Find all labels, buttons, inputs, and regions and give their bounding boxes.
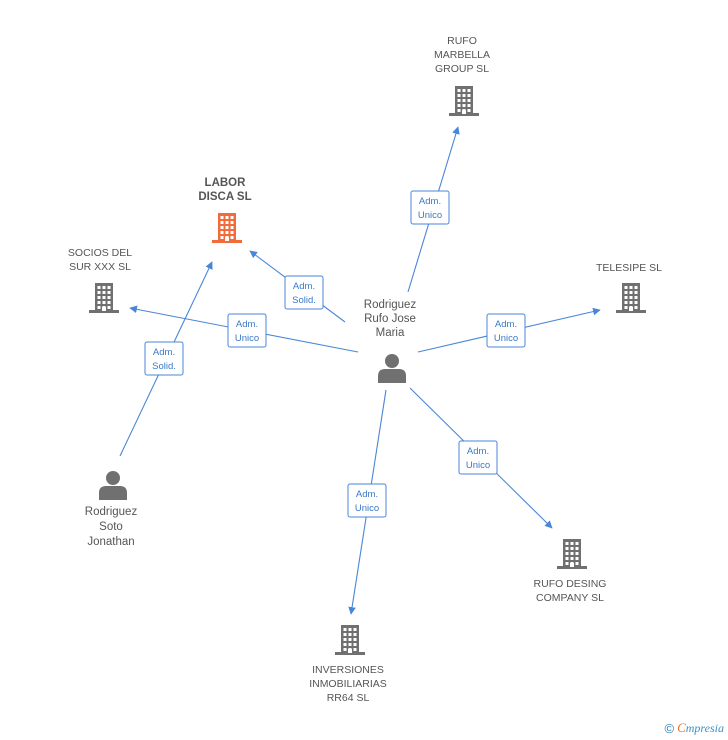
node-label: COMPANY SL: [536, 592, 604, 604]
nodes-layer: LABOR DISCA SL RUFO MARBELLA GROUP SL SOCIOS …: [68, 35, 662, 704]
edge-soto_jonathan-to-labor_disca: Adm. Solid.: [119, 261, 213, 457]
edge-rufo_jose-to-rufo_desing: Adm. Unico: [409, 387, 553, 529]
building-icon: [335, 625, 365, 655]
edge-role-badge[interactable]: Adm. Unico: [458, 440, 498, 475]
brand-initial: C: [677, 720, 686, 735]
node-label: Rodriguez: [364, 299, 417, 311]
node-rufo-desing[interactable]: RUFO DESING COMPANY SL: [534, 539, 607, 604]
edge-role-text: Adm.: [236, 319, 258, 330]
edge-role-box: [486, 313, 526, 348]
edge-role-box: [458, 440, 498, 475]
node-rufo-marbella[interactable]: RUFO MARBELLA GROUP SL: [434, 35, 490, 116]
node-label: Maria: [376, 327, 405, 339]
building-icon-focus: [212, 213, 242, 243]
edge-role-text: Solid.: [152, 361, 176, 372]
node-label: SOCIOS DEL: [68, 247, 132, 259]
edge-role-text: Unico: [418, 210, 442, 221]
node-label: RUFO: [447, 35, 477, 47]
node-labor-disca[interactable]: LABOR DISCA SL: [198, 177, 252, 243]
building-icon: [616, 283, 646, 313]
edge-role-badge[interactable]: Adm. Unico: [347, 483, 387, 518]
edge-role-box: [347, 483, 387, 518]
edge-role-badge[interactable]: Adm. Unico: [486, 313, 526, 348]
edge-rufo_jose-to-labor_disca: Adm. Solid.: [249, 250, 346, 323]
edge-rufo_jose-to-socios_del_sur: Adm. Unico: [129, 305, 359, 353]
edge-role-text: Adm.: [356, 489, 378, 500]
brand-name: mpresia: [685, 721, 724, 735]
edge-role-box: [144, 341, 184, 376]
edge-rufo_jose-to-telesipe: Adm. Unico: [417, 307, 601, 353]
edge-role-badge[interactable]: Adm. Unico: [227, 313, 267, 348]
copyright-symbol: ©: [664, 720, 675, 736]
edge-role-badge[interactable]: Adm. Solid.: [144, 341, 184, 376]
node-label: INMOBILIARIAS: [309, 678, 387, 690]
edge-rufo_jose-to-inversiones: Adm. Unico: [347, 389, 387, 615]
footer-brand[interactable]: © Cmpresia: [665, 720, 725, 736]
node-label: SUR XXX SL: [69, 261, 131, 273]
node-label: GROUP SL: [435, 63, 489, 75]
person-icon: [378, 354, 406, 383]
node-label: RR64 SL: [327, 692, 370, 704]
edge-role-text: Unico: [466, 460, 490, 471]
edge-role-text: Unico: [494, 333, 518, 344]
edge-role-text: Adm.: [495, 319, 517, 330]
edge-role-text: Adm.: [467, 446, 489, 457]
edge-role-box: [227, 313, 267, 348]
node-label: Rufo Jose: [364, 313, 416, 325]
node-label: RUFO DESING: [534, 578, 607, 590]
node-inversiones[interactable]: INVERSIONES INMOBILIARIAS RR64 SL: [309, 625, 387, 704]
building-icon: [557, 539, 587, 569]
node-socios-del-sur[interactable]: SOCIOS DEL SUR XXX SL: [68, 247, 132, 313]
edges-layer: Adm.UnicoAdm.Solid.Adm.UnicoAdm.UnicoAdm…: [119, 126, 601, 615]
edge-role-text: Adm.: [153, 347, 175, 358]
edge-role-text: Unico: [235, 333, 259, 344]
edge-rufo_jose-to-rufo_marbella: Adm. Unico: [407, 126, 460, 293]
edge-role-box: [410, 190, 450, 225]
node-label: LABOR: [205, 177, 247, 189]
edge-role-box: [284, 275, 324, 310]
edge-role-text: Solid.: [292, 295, 316, 306]
node-label: TELESIPE SL: [596, 262, 662, 274]
node-label: INVERSIONES: [312, 664, 384, 676]
node-label: Jonathan: [87, 536, 134, 548]
edge-role-badge[interactable]: Adm. Solid.: [284, 275, 324, 310]
edge-role-text: Adm.: [419, 196, 441, 207]
edge-role-badge[interactable]: Adm. Unico: [410, 190, 450, 225]
node-label: DISCA SL: [198, 191, 251, 203]
building-icon: [449, 86, 479, 116]
building-icon: [89, 283, 119, 313]
edge-role-text: Adm.: [293, 281, 315, 292]
person-icon: [99, 471, 127, 500]
node-label: Rodriguez: [85, 506, 138, 518]
node-label: Soto: [99, 521, 123, 533]
node-label: MARBELLA: [434, 49, 490, 61]
node-telesipe[interactable]: TELESIPE SL: [596, 262, 662, 313]
edge-role-text: Unico: [355, 503, 379, 514]
